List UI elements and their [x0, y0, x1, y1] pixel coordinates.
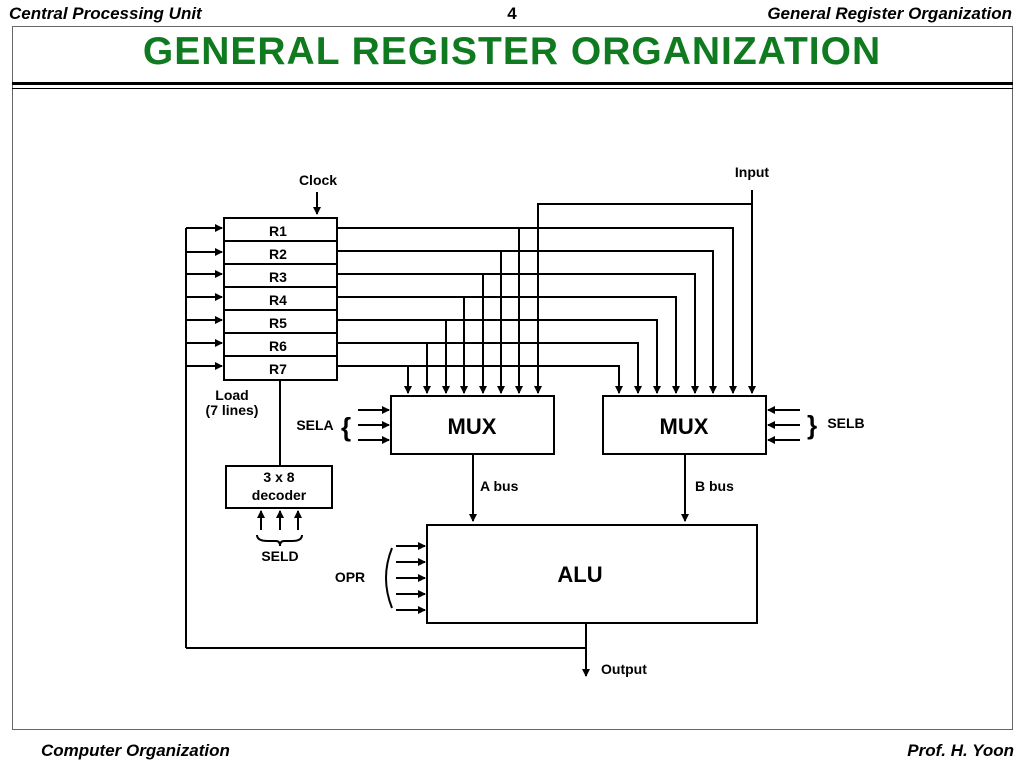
page-number: 4: [507, 4, 517, 23]
opr-brace: [385, 547, 393, 609]
seld-label: SELD: [261, 548, 298, 564]
sela-label: SELA: [296, 417, 333, 433]
selb-brace: }: [807, 410, 817, 440]
register-r2: R2: [269, 246, 287, 262]
footer-course-name: Computer Organization: [41, 741, 230, 760]
header-course-title: Central Processing Unit: [9, 4, 202, 23]
register-r4: R4: [269, 292, 287, 308]
register-r7: R7: [269, 361, 287, 377]
register-r6: R6: [269, 338, 287, 354]
slide-title: GENERAL REGISTER ORGANIZATION: [142, 30, 882, 73]
selb-label: SELB: [827, 415, 864, 431]
b-bus-label: B bus: [695, 478, 734, 494]
load-label: Load: [215, 387, 248, 403]
opr-inputs: [396, 542, 426, 614]
register-r5: R5: [269, 315, 287, 331]
sela-brace: {: [341, 412, 351, 442]
register-input-bus: [185, 224, 586, 649]
seld-inputs: [256, 510, 303, 547]
a-bus-label: A bus: [480, 478, 519, 494]
output-label: Output: [601, 661, 647, 677]
mux-a-label: MUX: [448, 414, 497, 439]
slide-frame: [12, 26, 1013, 730]
mux-a-input-wires: [337, 227, 523, 394]
opr-label: OPR: [335, 569, 365, 585]
register-r1: R1: [269, 223, 287, 239]
mux-a-box: [390, 395, 555, 455]
mux-b-label: MUX: [660, 414, 709, 439]
register-file: R1 R2 R3 R4 R5 R6 R7: [223, 217, 338, 381]
alu-box: [426, 524, 758, 624]
mux-b-box: [602, 395, 767, 455]
seld-brace: [256, 534, 303, 547]
title-rule-thick: [12, 82, 1013, 85]
decoder-box: [225, 465, 333, 509]
sela-inputs: [358, 406, 390, 444]
clock-label: Clock: [299, 172, 337, 188]
decoder-label: decoder: [252, 487, 307, 503]
mux-b-input-wires: [408, 227, 737, 394]
external-input-wires: [534, 190, 756, 394]
footer-author: Prof. H. Yoon: [907, 741, 1014, 760]
header-topic: General Register Organization: [767, 4, 1012, 23]
register-r3: R3: [269, 269, 287, 285]
title-rule-thin: [12, 88, 1013, 89]
load-lines-label: (7 lines): [206, 402, 259, 418]
alu-label: ALU: [557, 562, 602, 587]
selb-inputs: [767, 406, 800, 444]
input-label: Input: [735, 164, 770, 180]
decoder-size-label: 3 x 8: [263, 469, 294, 485]
